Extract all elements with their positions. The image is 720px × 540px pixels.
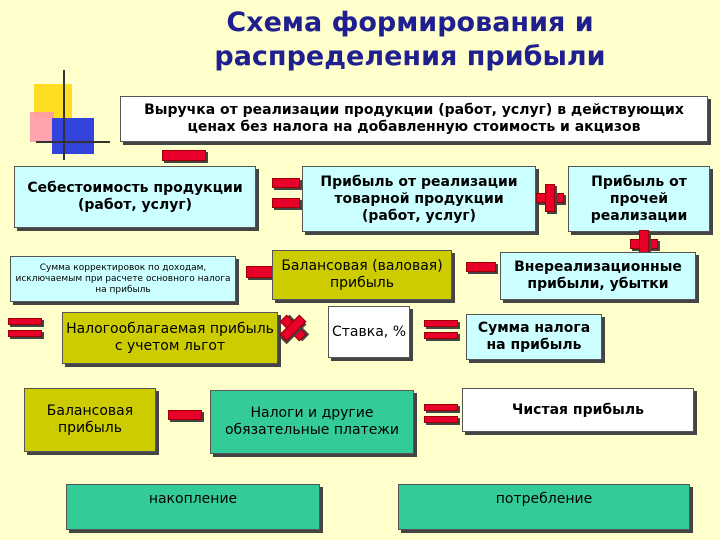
taxable-profit-label: Налогооблагаемая прибыль с учетом льгот [66,321,274,354]
plus-operator [536,184,564,212]
minus-operator [466,262,496,272]
adjustments-box: Сумма корректировок по доходам, исключае… [10,256,236,302]
net-profit-label: Чистая прибыль [512,401,644,418]
gross-profit-box: Балансовая (валовая) прибыль [272,250,452,300]
rate-label: Ставка, % [332,323,406,340]
taxable-profit-box: Налогооблагаемая прибыль с учетом льгот [62,312,278,364]
cost-box: Себестоимость продукции (работ, услуг) [14,166,256,228]
minus-operator [246,266,274,278]
nonoperating-box: Внереализационные прибыли, убытки [500,252,696,300]
balance-profit-label: Балансовая прибыль [46,403,134,436]
rate-box: Ставка, % [328,306,410,358]
tax-amount-box: Сумма налога на прибыль [466,314,602,360]
revenue-label: Выручка от реализации продукции (работ, … [144,102,684,135]
consumption-label: потребление [495,491,593,507]
minus-operator [272,178,300,188]
consumption-box: потребление [398,484,690,530]
sales-profit-box: Прибыль от реализации товарной продукции… [302,166,536,232]
equals-operator [8,318,42,338]
cost-label: Себестоимость продукции (работ, услуг) [27,180,243,213]
taxes-label: Налоги и другие обязательные платежи [224,405,400,438]
minus-operator [162,150,206,161]
net-profit-box: Чистая прибыль [462,388,694,432]
sales-profit-label: Прибыль от реализации товарной продукции… [320,173,518,224]
gross-profit-label: Балансовая (валовая) прибыль [281,258,443,291]
taxes-box: Налоги и другие обязательные платежи [210,390,414,454]
nonoperating-label: Внереализационные прибыли, убытки [514,259,682,292]
tax-amount-label: Сумма налога на прибыль [477,320,591,353]
balance-profit-box: Балансовая прибыль [24,388,156,452]
page-title: Схема формирования и распределения прибы… [214,7,606,72]
other-profit-label: Прибыль от прочей реализации [590,173,688,224]
accumulation-label: накопление [148,491,238,507]
decorative-squares-graphic [30,70,110,160]
accumulation-box: накопление [66,484,320,530]
other-profit-box: Прибыль от прочей реализации [568,166,710,232]
minus-operator [272,198,300,208]
equals-operator [424,404,458,424]
equals-operator [424,320,458,340]
minus-operator [168,410,202,420]
adjustments-label: Сумма корректировок по доходам, исключае… [15,262,231,295]
revenue-box: Выручка от реализации продукции (работ, … [120,96,708,142]
